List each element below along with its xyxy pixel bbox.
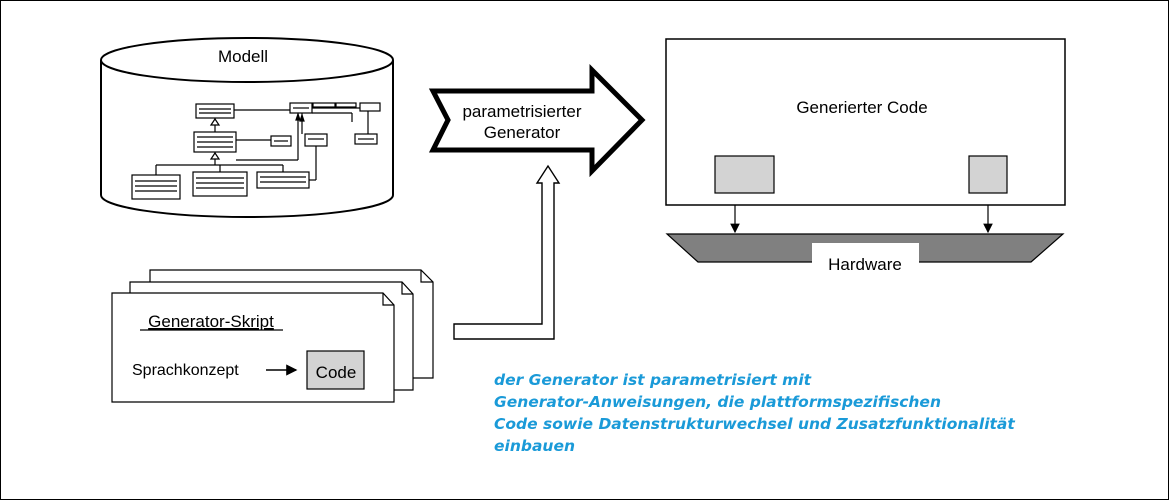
uml-class-diagram xyxy=(131,102,381,200)
model-label: Modell xyxy=(218,47,268,66)
generated-code-box: Generierter Code xyxy=(665,38,1066,234)
code-block-left xyxy=(714,155,775,194)
note-line: Generator-Anweisungen, die plattformspez… xyxy=(494,393,941,411)
generator-arrow: parametrisierter Generator xyxy=(428,63,646,178)
generator-script-stack: Generator-Skript Sprachkonzept Code xyxy=(111,269,434,403)
generator-label-line1: parametrisierter xyxy=(462,102,581,121)
note-line: der Generator ist parametrisiert mit xyxy=(494,371,812,389)
code-box xyxy=(306,350,365,390)
code-block-right xyxy=(968,155,1008,194)
script-title: Generator-Skript xyxy=(148,312,274,331)
generator-label-line2: Generator xyxy=(484,123,561,142)
code-box-label: Code xyxy=(316,363,357,382)
note-line: Code sowie Datenstrukturwechsel und Zusa… xyxy=(494,415,1015,433)
script-to-generator-connector xyxy=(453,164,561,340)
script-concept-label: Sprachkonzept xyxy=(132,362,239,379)
annotation-note: der Generator ist parametrisiert mit Gen… xyxy=(494,369,1094,457)
hardware-platform: Hardware xyxy=(665,233,1065,276)
note-line: einbauen xyxy=(494,437,575,455)
generated-code-label: Generierter Code xyxy=(796,98,927,117)
hardware-label: Hardware xyxy=(828,255,902,274)
